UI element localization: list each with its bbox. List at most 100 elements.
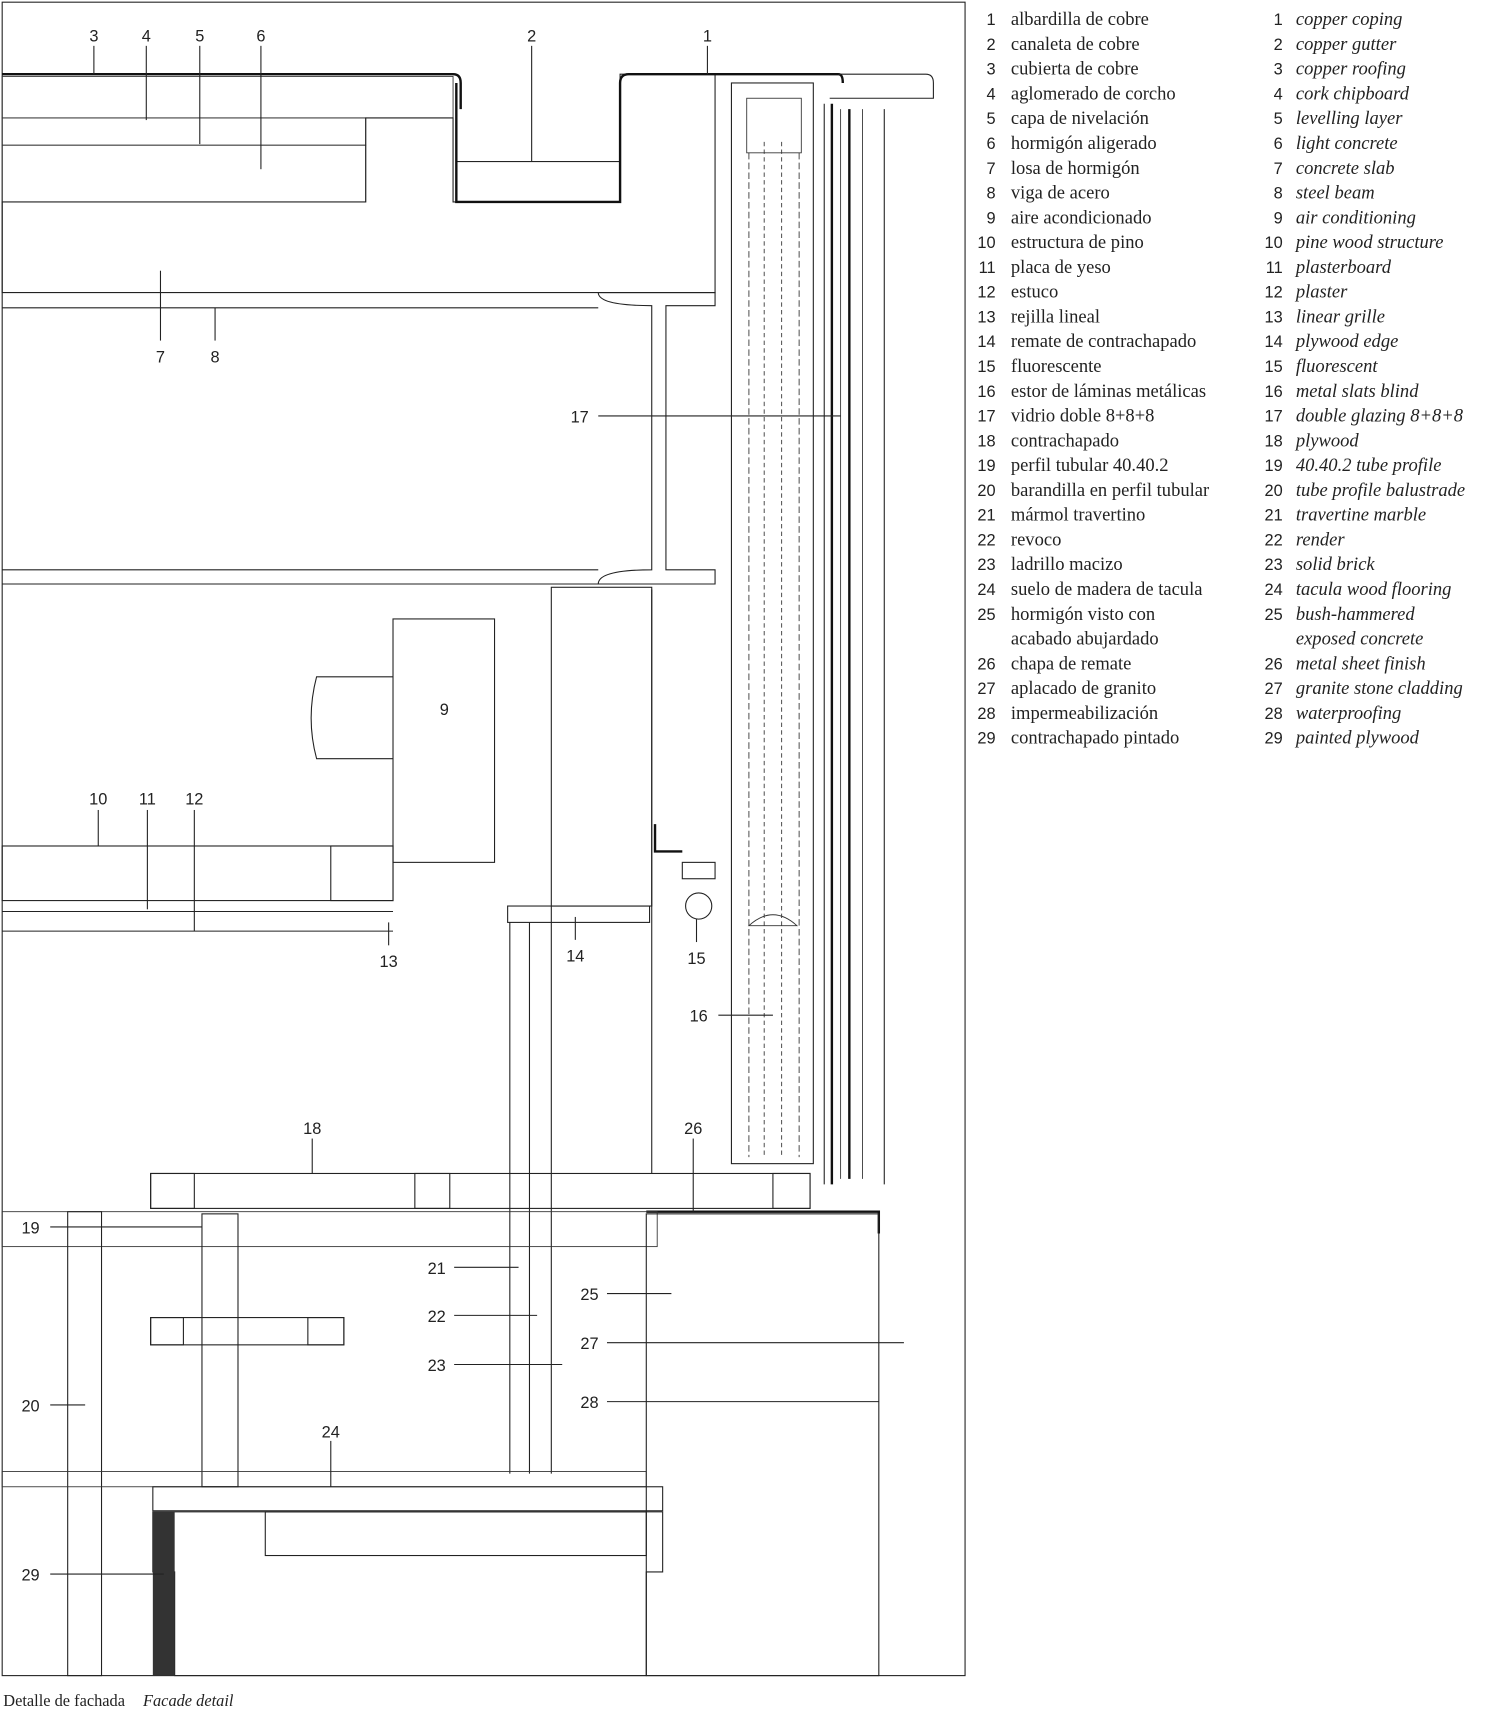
callout-2: 2 (527, 27, 536, 45)
legend-label-en: bush-hammered (1296, 604, 1416, 625)
legend-label-es: suelo de madera de tacula (1011, 579, 1203, 600)
callout-1: 1 (703, 27, 712, 45)
legend-label-es: rejilla lineal (1011, 306, 1100, 327)
legend-label-es: chapa de remate (1011, 653, 1131, 674)
interior-elements (1, 586, 716, 932)
legend-number-en: 19 (1265, 457, 1283, 475)
legend-label-en: pine wood structure (1294, 232, 1444, 253)
legend-label-es: vidrio doble 8+8+8 (1011, 406, 1155, 427)
legend-label-es: mármol travertino (1011, 505, 1145, 526)
legend-number-en: 12 (1265, 284, 1283, 302)
legend-label-es: capa de nivelación (1011, 108, 1149, 129)
legend-label-es: contrachapado (1011, 430, 1119, 451)
callout-6: 6 (256, 27, 265, 45)
section-drawing: 1 2 3 4 5 6 7 8 9 10 11 12 13 14 15 16 1… (1, 1, 966, 1677)
legend-label-en: light concrete (1296, 133, 1398, 154)
legend-number-en: 20 (1265, 482, 1283, 500)
callout-7: 7 (156, 348, 165, 366)
legend-number-en: 2 (1274, 36, 1283, 54)
callout-5: 5 (195, 27, 204, 45)
legend-label-en: steel beam (1296, 183, 1375, 204)
copper-gutter (455, 161, 621, 203)
legend-number-es: 9 (987, 209, 996, 227)
caption: Detalle de fachada Facade detail (3, 1691, 234, 1710)
exposed-concrete (645, 1213, 880, 1677)
legend-number-es: 27 (977, 680, 995, 698)
legend-number-es: 8 (987, 185, 996, 203)
callout-13: 13 (380, 953, 398, 971)
legend-number-es: 16 (977, 383, 995, 401)
legend-number-en: 1 (1274, 11, 1283, 29)
legend-number-en: 8 (1274, 185, 1283, 203)
callout-23: 23 (428, 1357, 446, 1375)
legend-number-es: 14 (977, 333, 995, 351)
legend-number-es: 17 (977, 408, 995, 426)
legend-label-es: contrachapado pintado (1011, 728, 1179, 749)
legend-label-es: aire acondicionado (1011, 207, 1152, 228)
caption-es: Detalle de fachada (3, 1691, 125, 1710)
legend-label-en: 40.40.2 tube profile (1296, 455, 1442, 476)
legend-number-en: 25 (1265, 606, 1283, 624)
callout-12: 12 (185, 791, 203, 809)
legend-number-es: 26 (977, 655, 995, 673)
legend-number-es: 2 (987, 36, 996, 54)
legend-label-en: travertine marble (1296, 505, 1426, 526)
callout-15: 15 (687, 950, 705, 968)
callout-11: 11 (139, 791, 156, 809)
legend-number-es: 25 (977, 606, 995, 624)
legend-label-es: aplacado de granito (1011, 678, 1156, 699)
callout-16: 16 (690, 1008, 708, 1026)
legend-number-en: 5 (1274, 110, 1283, 128)
legend-number-en: 17 (1265, 408, 1283, 426)
legend-number-en: 10 (1265, 234, 1283, 252)
callout-27: 27 (580, 1335, 598, 1353)
legend-label-es: estructura de pino (1011, 232, 1144, 253)
legend-label-en: waterproofing (1296, 703, 1401, 724)
tacula-wood-flooring (152, 1486, 664, 1512)
legend-number-en: 26 (1265, 655, 1283, 673)
legend-label-en: tacula wood flooring (1296, 579, 1452, 600)
legend-label-es: hormigón visto con (1011, 604, 1155, 625)
legend-label-es: albardilla de cobre (1011, 9, 1149, 30)
callout-22: 22 (428, 1308, 446, 1326)
legend-number-es: 21 (977, 507, 995, 525)
legend-label-en: concrete slab (1296, 158, 1395, 179)
legend-number-en: 27 (1265, 680, 1283, 698)
callout-25: 25 (580, 1286, 598, 1304)
legend-label-en: linear grille (1296, 306, 1385, 327)
caption-en: Facade detail (142, 1691, 234, 1710)
legend-label-en: air conditioning (1296, 207, 1416, 228)
callout-19: 19 (21, 1220, 39, 1238)
callout-14: 14 (566, 948, 584, 966)
legend-number-es: 7 (987, 160, 996, 178)
legend-label-es: barandilla en perfil tubular (1011, 480, 1210, 501)
legend-label-es: viga de acero (1011, 183, 1110, 204)
callout-26: 26 (684, 1120, 702, 1138)
legend-label-en: metal slats blind (1296, 381, 1419, 402)
legend-number-en: 9 (1274, 209, 1283, 227)
legend-label-en: render (1296, 529, 1346, 550)
legend-number-es: 10 (977, 234, 995, 252)
legend-label-en: copper coping (1296, 9, 1403, 30)
air-conditioning-unit (392, 618, 496, 863)
legend-number-es: 4 (987, 85, 996, 103)
legend-label-es: estor de láminas metálicas (1011, 381, 1206, 402)
legend-label-es: placa de yeso (1011, 257, 1111, 278)
legend-label-en: fluorescent (1296, 356, 1379, 377)
legend-number-es: 11 (979, 259, 996, 277)
legend-number-es: 28 (977, 705, 995, 723)
legend-label-es: losa de hormigón (1011, 158, 1140, 179)
legend-label-en: granite stone cladding (1296, 678, 1463, 699)
concrete-slab (1, 73, 716, 294)
callout-3: 3 (89, 27, 98, 45)
legend-number-en: 15 (1265, 358, 1283, 376)
legend-label-en: painted plywood (1294, 728, 1420, 749)
plywood-plank (150, 1172, 811, 1209)
legend-label-es: canaleta de cobre (1011, 34, 1140, 55)
callout-4: 4 (142, 27, 151, 45)
callout-28: 28 (580, 1394, 598, 1412)
leader-lines (50, 45, 904, 1575)
callout-8: 8 (211, 348, 220, 366)
